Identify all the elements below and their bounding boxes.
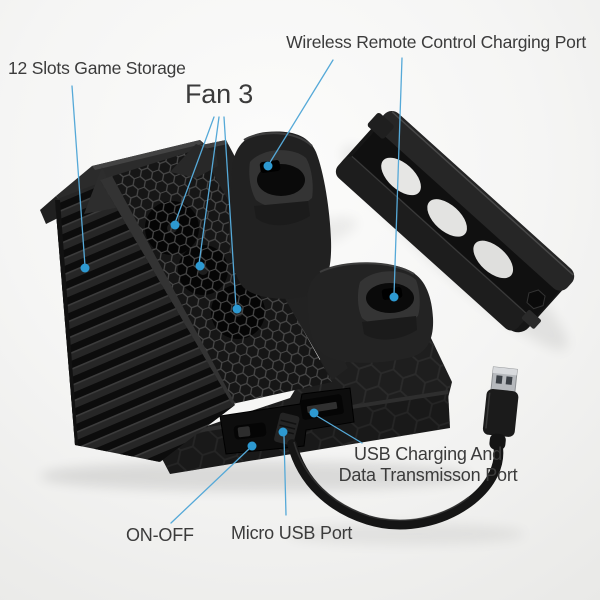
game-storage-tower	[55, 167, 235, 462]
usb-cable-assembly	[274, 366, 519, 530]
usb-connector	[482, 366, 519, 450]
controller-dock-rear	[228, 131, 332, 299]
usb-cable	[287, 439, 504, 530]
power-switch	[233, 422, 267, 440]
game-slot-ribs	[55, 178, 235, 462]
stand-base	[156, 336, 452, 444]
controller-dock-front	[307, 262, 434, 363]
divider-fin	[84, 167, 120, 214]
